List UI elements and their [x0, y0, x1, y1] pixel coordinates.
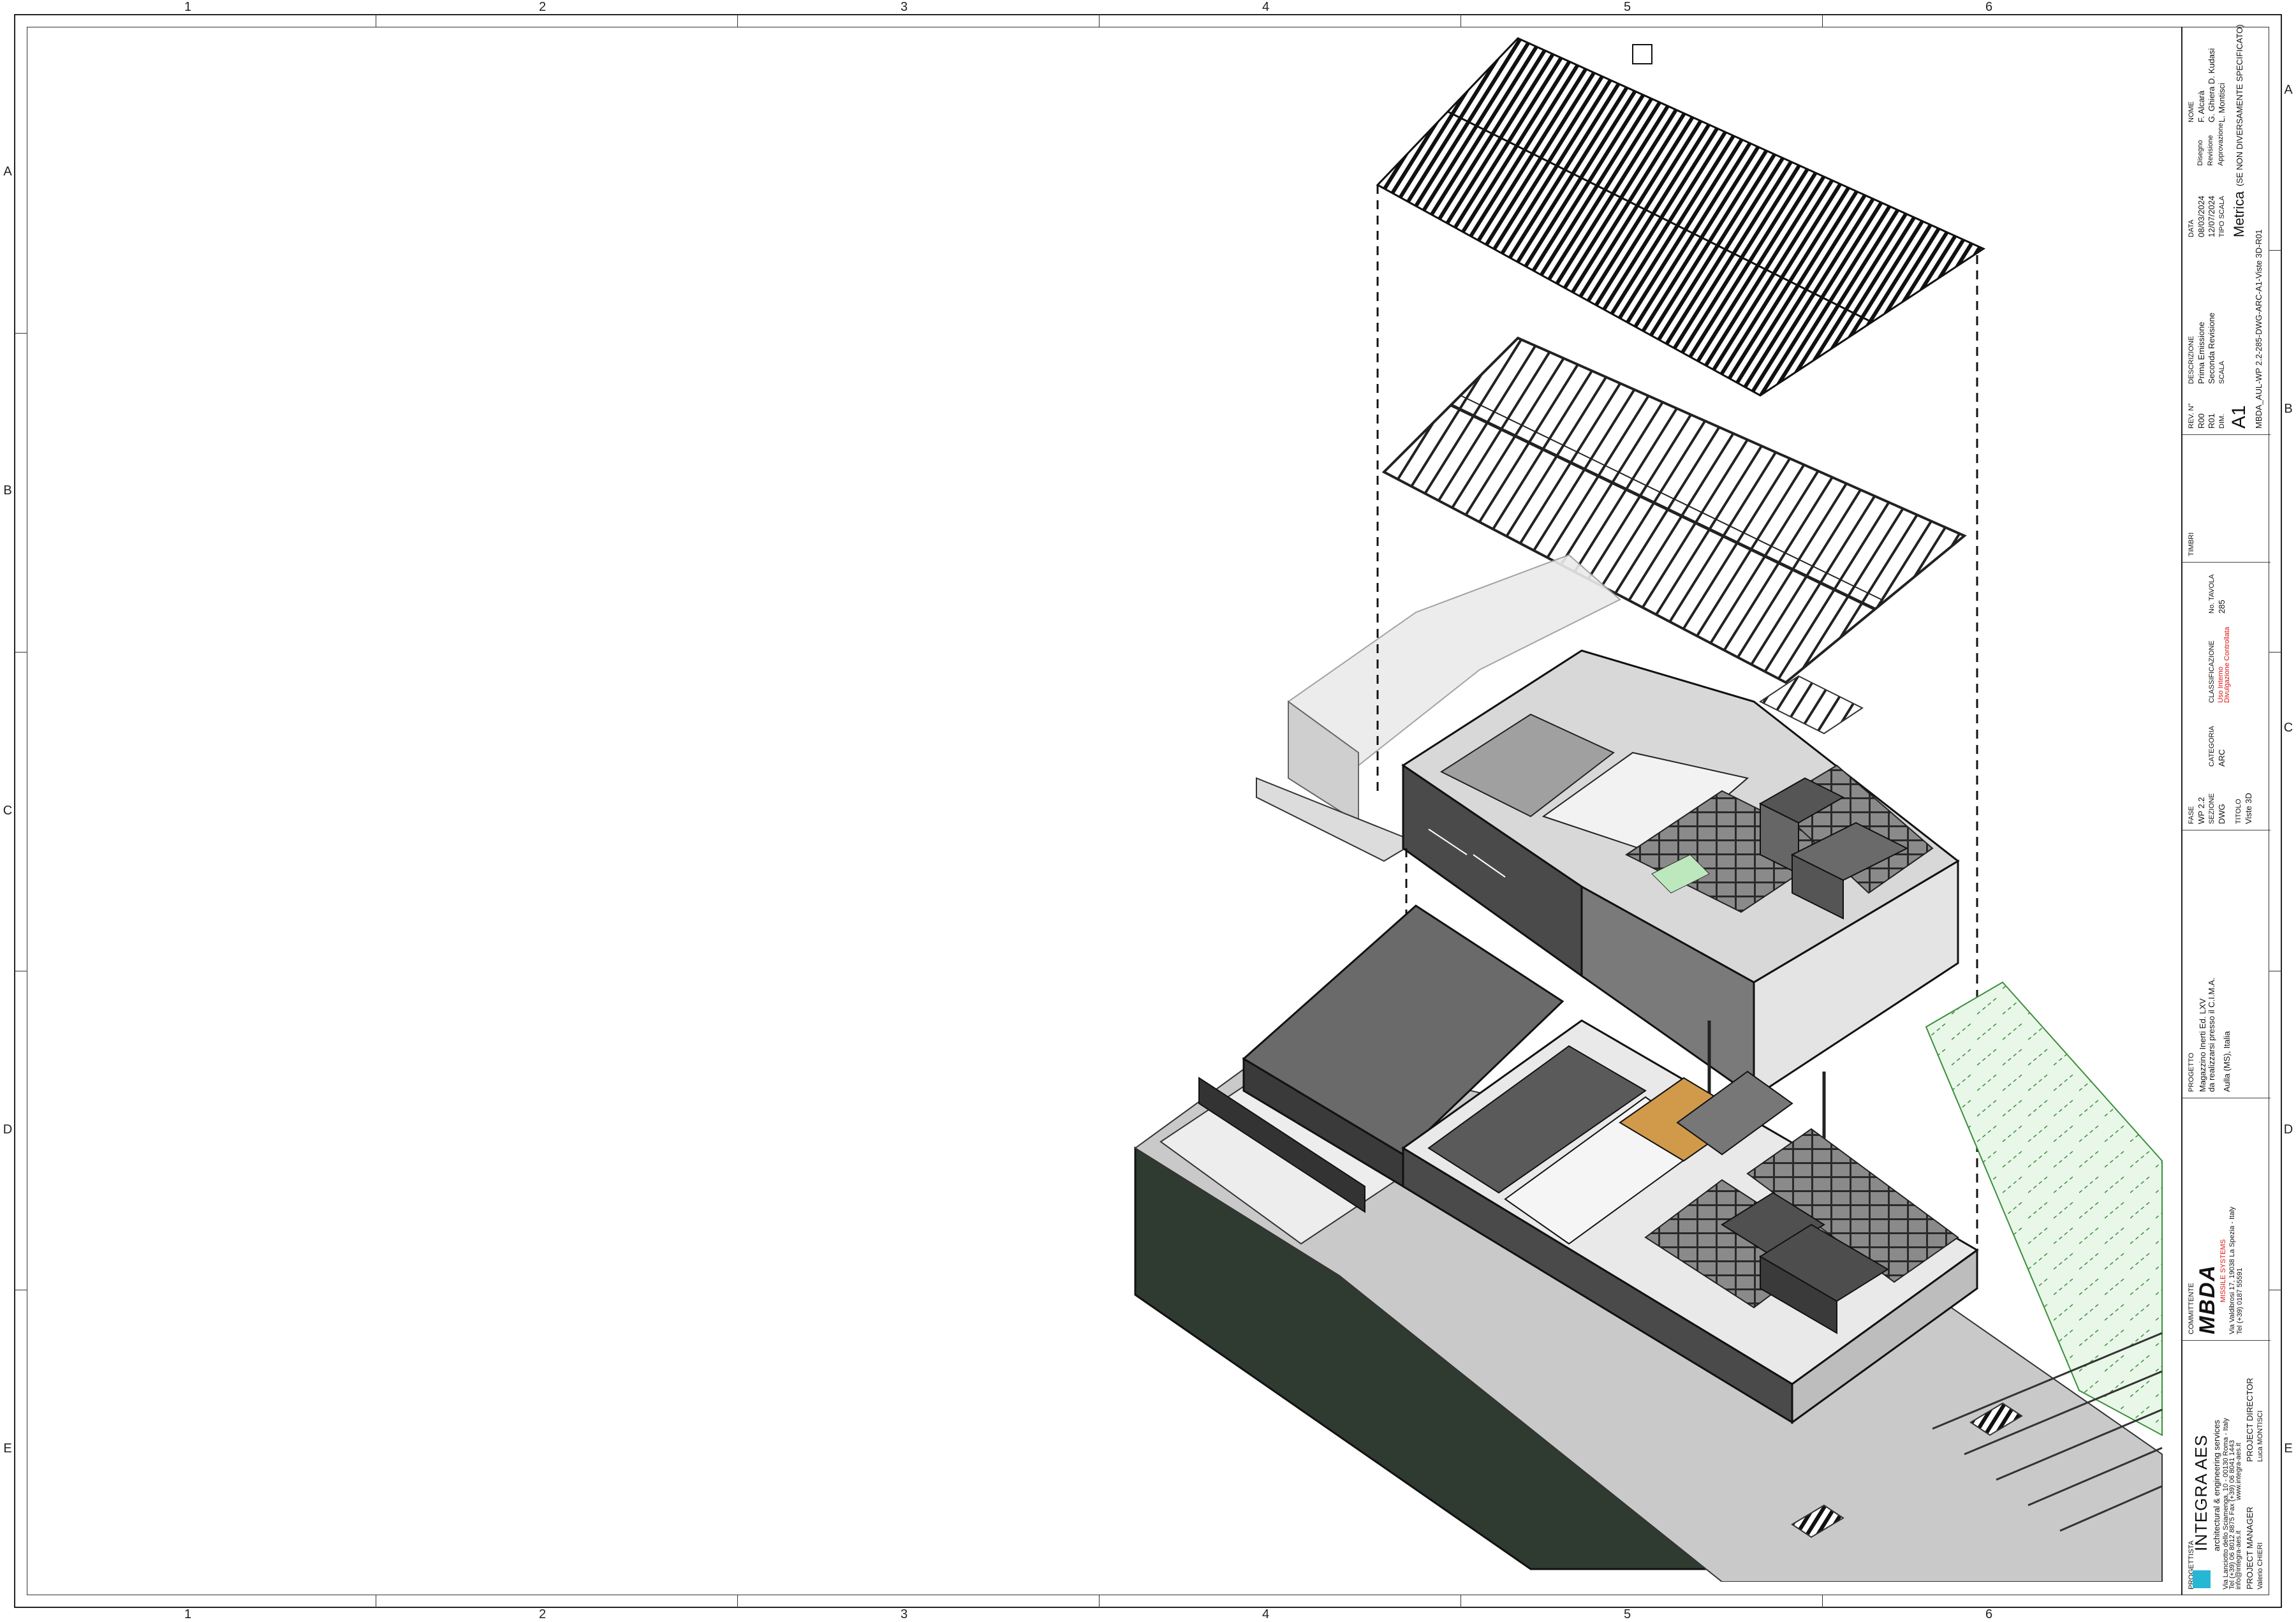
rev-header-rev: REV. N° — [2188, 402, 2195, 429]
title-block: REV. N° DESCRIZIONE DATA NOME R00 Prima … — [2181, 24, 2270, 1595]
titolo-value: Viste 3D — [2244, 793, 2253, 824]
grid-row-d-left: D — [3, 1123, 13, 1137]
roof-truss-frame — [1381, 336, 1967, 684]
ground-floor-site — [1134, 904, 2163, 1582]
classification-section: FASE WP 2.2 SEZIONE DWG CATEGORIA ARC CL… — [2182, 563, 2270, 830]
integra-logo-icon — [2193, 1570, 2211, 1588]
client-section: COMMITTENTE MBDA MISSILE SYSTEMS Via Val… — [2182, 1098, 2270, 1341]
exploded-axonometric-view — [1134, 37, 2163, 1582]
role-0-name: F. Alcarà — [2197, 91, 2206, 122]
upper-ghost-volume — [1256, 554, 1621, 862]
pd-name: Luca MONTISCI — [2256, 1410, 2264, 1462]
designer-email: info@integra-aes.it — [2235, 1530, 2242, 1590]
grid-row-c-right: C — [2283, 721, 2293, 735]
format-dim-label: DIM. — [2218, 413, 2226, 429]
rev-row-0-desc: Prima Emissione — [2197, 321, 2206, 384]
pm-label: PROJECT MANAGER — [2245, 1507, 2255, 1589]
tavola-value: 285 — [2217, 600, 2226, 614]
format-scale-type-label: TIPO SCALA — [2218, 196, 2226, 237]
grid-col-2-bottom: 2 — [538, 1607, 547, 1621]
canopy — [1759, 675, 1864, 735]
fase-label: FASE — [2188, 806, 2195, 824]
grid-col-3-bottom: 3 — [900, 1607, 908, 1621]
classificazione-value-2: Divulgazione Controllata — [2223, 626, 2231, 703]
classificazione-label: CLASSIFICAZIONE — [2208, 640, 2216, 703]
format-scale: Metrica — [2231, 191, 2247, 237]
role-2-name: L. Montisci — [2217, 82, 2226, 122]
designer-brand: INTEGRA AES — [2191, 1434, 2211, 1551]
grid-col-6-top: 6 — [1985, 0, 1993, 14]
rev-row-1-desc: Seconda Revisione — [2207, 312, 2216, 384]
rev-row-0-rev: R00 — [2197, 413, 2206, 429]
grid-col-2-top: 2 — [538, 0, 547, 14]
grid-row-b-right: B — [2284, 402, 2293, 416]
grid-row-e-right: E — [2284, 1441, 2293, 1456]
role-1-label: Revisione — [2207, 135, 2214, 166]
format-scale-label: SCALA — [2218, 360, 2226, 384]
stamps-label: TIMBRI — [2188, 532, 2195, 556]
upper-floor-building — [1401, 649, 1960, 1244]
revisions-section: REV. N° DESCRIZIONE DATA NOME R00 Prima … — [2182, 24, 2270, 435]
grid-col-5-top: 5 — [1623, 0, 1631, 14]
grid-col-1-top: 1 — [184, 0, 192, 14]
grid-row-b-left: B — [3, 483, 12, 498]
fase-value: WP 2.2 — [2197, 797, 2206, 824]
grid-col-4-bottom: 4 — [1262, 1607, 1270, 1621]
format-scale-note: (SE NON DIVERSAMENTE SPECIFICATO) — [2235, 24, 2244, 186]
role-1-name: G. Ghiera D. Kudasi — [2207, 48, 2216, 122]
client-label: COMMITTENTE — [2188, 1283, 2195, 1334]
tavola-label: No. TAVOLA — [2208, 574, 2216, 614]
grid-row-e-left: E — [3, 1441, 12, 1456]
drawing-code: MBDA_AUL-WP 2.2-285-DWG-ARC-A1-Viste 3D-… — [2254, 229, 2263, 429]
project-line-2: da realizzarsi presso il C.I.M.A. — [2207, 977, 2216, 1092]
grid-col-1-bottom: 1 — [184, 1607, 192, 1621]
client-tagline: MISSILE SYSTEMS — [2219, 1239, 2227, 1302]
grid-row-c-left: C — [3, 804, 13, 818]
grid-col-3-top: 3 — [900, 0, 908, 14]
project-place: Aulla (MS), Italia — [2222, 1031, 2232, 1092]
sezione-label: SEZIONE — [2208, 793, 2216, 824]
roof-sheeting — [1376, 37, 1986, 397]
pd-label: PROJECT DIRECTOR — [2245, 1378, 2255, 1462]
rev-header-date: DATA — [2188, 219, 2195, 237]
rev-row-1-date: 12/07/2024 — [2207, 195, 2216, 237]
categoria-value: ARC — [2217, 749, 2226, 767]
pm-name: Valerio CHIERI — [2256, 1542, 2264, 1589]
sheet-frame — [14, 14, 2282, 1608]
sezione-value: DWG — [2217, 804, 2226, 824]
project-line-1: Magazzino Inerti Ed. LXV — [2198, 998, 2207, 1092]
grid-row-d-right: D — [2283, 1123, 2293, 1137]
grid-col-6-bottom: 6 — [1985, 1607, 1993, 1621]
rev-header-name: NOME — [2188, 101, 2195, 122]
rev-row-0-date: 08/03/2024 — [2197, 195, 2206, 237]
sheet-inner-border — [27, 27, 2269, 1595]
grid-row-a-left: A — [3, 165, 12, 179]
project-label: PROGETTO — [2188, 1052, 2195, 1092]
rev-header-desc: DESCRIZIONE — [2188, 335, 2195, 384]
grid-row-a-right: A — [2284, 83, 2293, 97]
grid-col-5-bottom: 5 — [1623, 1607, 1631, 1621]
rev-row-1-rev: R01 — [2207, 413, 2216, 429]
categoria-label: CATEGORIA — [2208, 726, 2216, 767]
client-logo: MBDA — [2195, 1264, 2219, 1334]
format-dim: A1 — [2228, 405, 2249, 429]
project-section: PROGETTO Magazzino Inerti Ed. LXV da rea… — [2182, 830, 2270, 1098]
role-0-label: Disegno — [2197, 140, 2204, 166]
designer-tagline: architectural & engineering services — [2212, 1420, 2221, 1551]
client-tel: Tel (+39) 0187 55591 — [2236, 1267, 2244, 1334]
grid-col-4-top: 4 — [1262, 0, 1270, 14]
designer-web: www.integra-aes.it — [2235, 1443, 2242, 1500]
client-address: Via Valdibrosi 17, 19038 La Spezia - Ita… — [2228, 1206, 2236, 1334]
role-2-label: Approvazione — [2217, 122, 2225, 166]
titolo-label: TITOLO — [2235, 799, 2242, 824]
designer-section: PROGETTISTA INTEGRA AES architectural & … — [2182, 1341, 2270, 1595]
stamps-section: TIMBRI — [2182, 435, 2270, 563]
